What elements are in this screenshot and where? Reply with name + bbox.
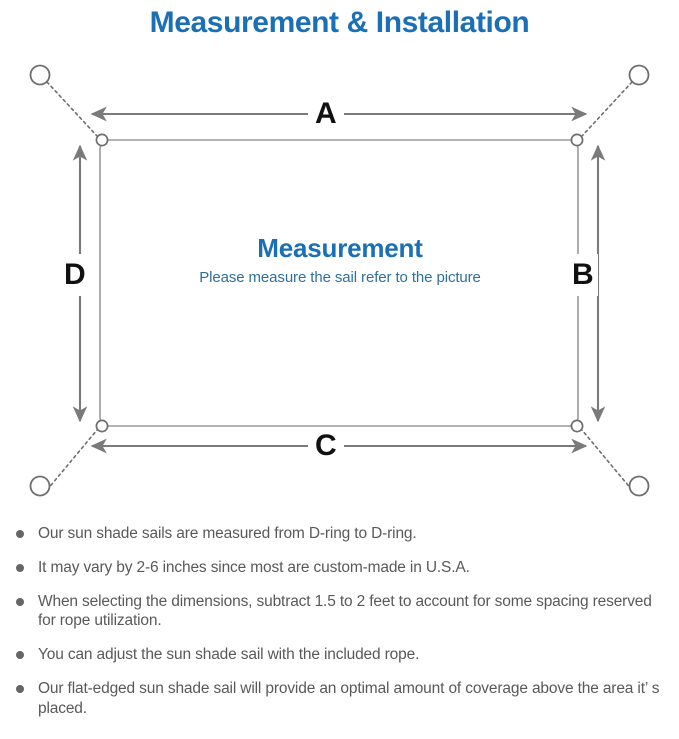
d-ring-top-left-icon bbox=[95, 133, 109, 147]
list-item-text: Our sun shade sails are measured from D-… bbox=[38, 525, 417, 542]
dimension-label-d: D bbox=[60, 254, 90, 296]
rope-line-top-left bbox=[46, 81, 98, 137]
list-item: Our sun shade sails are measured from D-… bbox=[12, 524, 665, 544]
rope-lines bbox=[46, 81, 633, 491]
list-item: You can adjust the sun shade sail with t… bbox=[12, 645, 665, 665]
rope-line-bottom-right bbox=[581, 429, 633, 491]
bullet-icon bbox=[16, 530, 24, 538]
anchor-bottom-right-icon bbox=[628, 475, 650, 497]
bullet-icon bbox=[16, 563, 24, 572]
list-item-text: You can adjust the sun shade sail with t… bbox=[38, 646, 420, 664]
d-ring-top-right-icon bbox=[570, 133, 584, 147]
list-item-text: Our flat-edged sun shade sail will provi… bbox=[38, 680, 660, 717]
list-item: Our flat-edged sun shade sail will provi… bbox=[12, 679, 665, 719]
notes-list: Our sun shade sails are measured from D-… bbox=[0, 524, 679, 733]
sail-center-subtitle: Please measure the sail refer to the pic… bbox=[199, 268, 481, 286]
list-item: It may vary by 2-6 inches since most are… bbox=[12, 558, 665, 578]
sail-center-caption: Measurement Please measure the sail refe… bbox=[130, 233, 550, 287]
dimension-label-c: C bbox=[308, 429, 344, 463]
bullet-icon bbox=[16, 651, 24, 660]
bullet-icon bbox=[16, 597, 24, 606]
page-title: Measurement & Installation bbox=[149, 6, 530, 39]
anchor-bottom-left-icon bbox=[29, 475, 51, 497]
d-ring-bottom-right-icon bbox=[570, 419, 584, 433]
title-bar: Measurement & Installation bbox=[0, 0, 679, 46]
d-rings bbox=[95, 133, 584, 433]
bullet-icon bbox=[16, 685, 24, 694]
rope-line-top-right bbox=[581, 81, 633, 137]
dimension-label-b: B bbox=[568, 254, 598, 296]
anchor-top-right-icon bbox=[628, 64, 650, 86]
list-item: When selecting the dimensions, subtract … bbox=[12, 592, 665, 632]
dimension-label-a: A bbox=[308, 97, 344, 131]
list-item-text: When selecting the dimensions, subtract … bbox=[38, 592, 652, 630]
measurement-diagram: A C D B Measurement Please measure the s… bbox=[0, 46, 679, 526]
list-item-text: It may vary by 2-6 inches since most are… bbox=[38, 558, 470, 576]
anchor-top-left-icon bbox=[29, 64, 51, 86]
anchor-circles bbox=[29, 64, 650, 497]
d-ring-bottom-left-icon bbox=[95, 419, 109, 433]
rope-line-bottom-left bbox=[46, 429, 98, 491]
sail-center-title: Measurement bbox=[257, 233, 423, 263]
